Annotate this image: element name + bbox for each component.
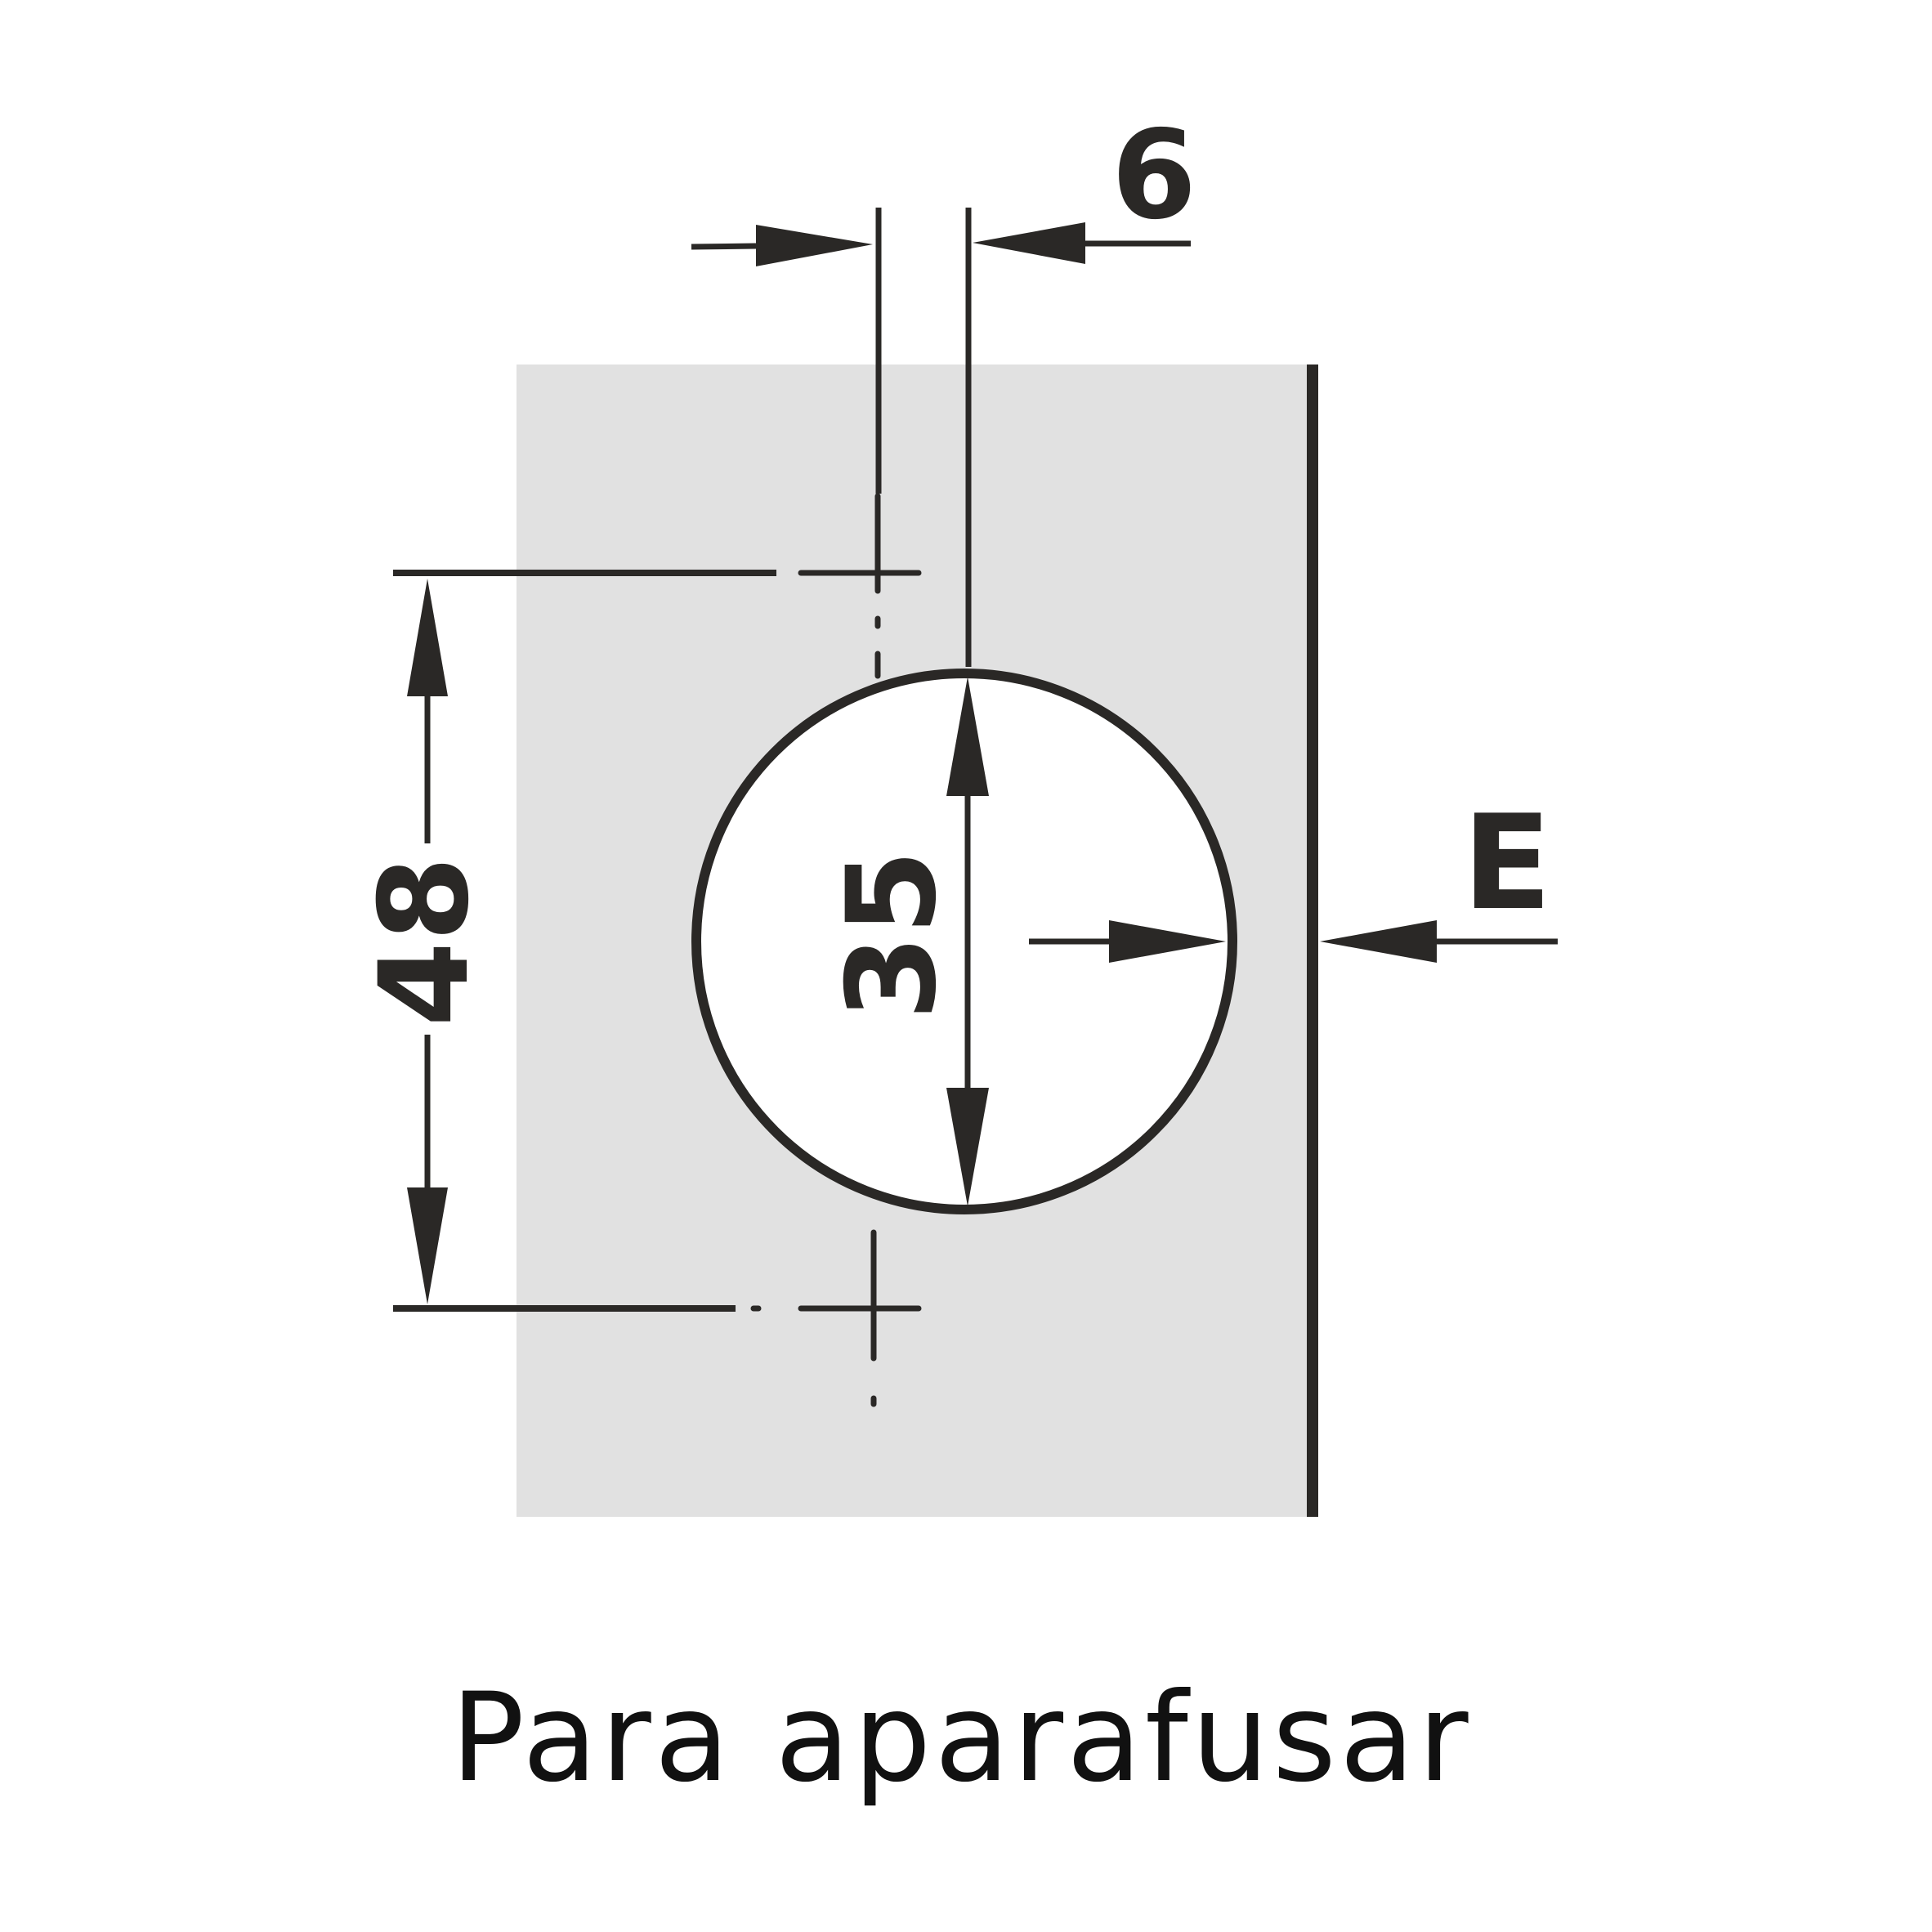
diameter-dimension: 35 xyxy=(821,677,989,1206)
spacing-value: 48 xyxy=(354,856,496,1027)
edge-arrow-right-head xyxy=(1320,920,1437,963)
edge-dimension: E xyxy=(1029,786,1558,963)
offset-arrow-left-shaft xyxy=(691,243,757,250)
edge-label: E xyxy=(1462,786,1551,939)
lower-screw-center-mark xyxy=(393,1229,922,1407)
diameter-arrow-bottom xyxy=(946,1088,989,1206)
diameter-arrow-top xyxy=(946,677,989,796)
offset-arrow-left-head xyxy=(756,225,873,266)
diameter-value: 35 xyxy=(821,850,964,1021)
cup-hole xyxy=(691,669,1237,1214)
offset-dimension: 6 xyxy=(691,105,1196,667)
edge-arrow-left-head xyxy=(1109,920,1226,963)
upper-screw-center-mark xyxy=(393,493,922,679)
spacing-arrow-top xyxy=(407,579,448,696)
spacing-arrow-bottom xyxy=(407,1187,448,1304)
spacing-dimension: 48 xyxy=(354,579,496,1304)
caption: Para aparafusar xyxy=(450,1667,1471,1809)
offset-arrow-right-head xyxy=(973,222,1085,264)
offset-value: 6 xyxy=(1111,105,1196,247)
